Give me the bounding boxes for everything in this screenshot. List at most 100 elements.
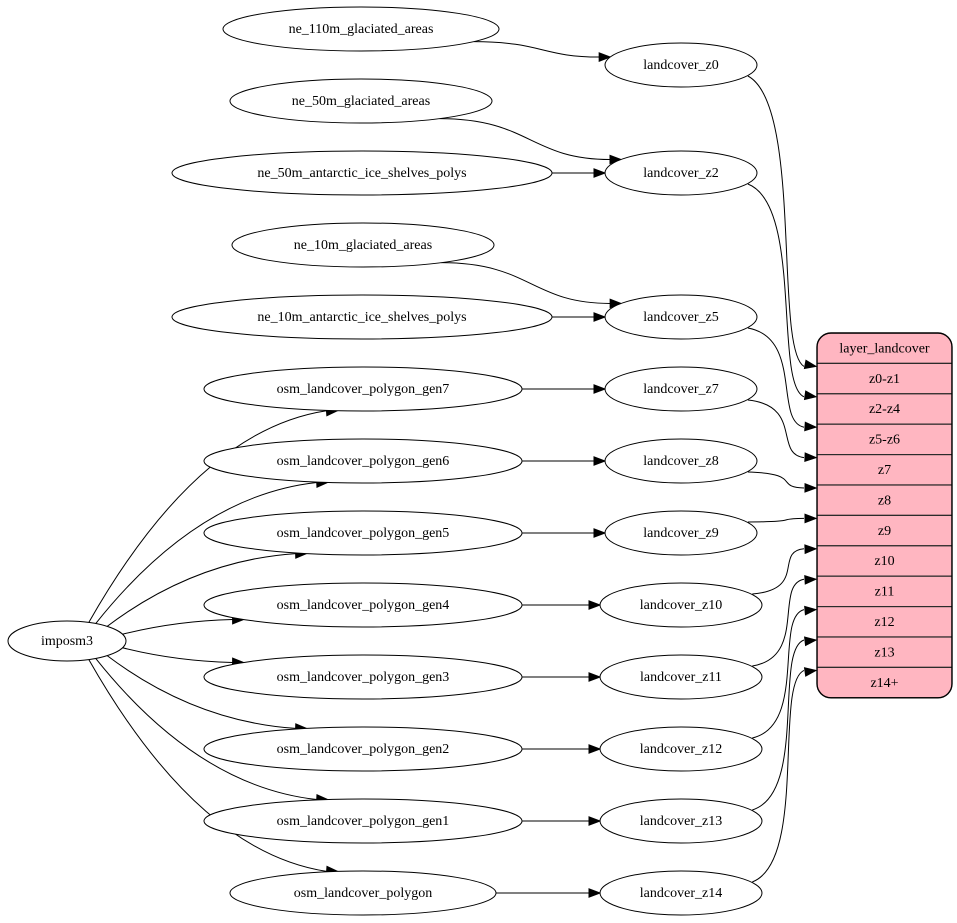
node-label: imposm3 xyxy=(41,634,93,649)
node-landcover_z9[interactable]: landcover_z9 xyxy=(604,510,758,556)
node-label: osm_landcover_polygon_gen6 xyxy=(277,454,450,469)
node-osm_landcover_polygon_gen3[interactable]: osm_landcover_polygon_gen3 xyxy=(203,654,523,700)
node-label: ne_110m_glaciated_areas xyxy=(289,22,434,37)
node-label: osm_landcover_polygon_gen1 xyxy=(277,814,450,829)
edge-landcover_z5-to-z5-z6 xyxy=(747,327,805,428)
table-row-z0-z1[interactable] xyxy=(817,362,952,395)
node-landcover_z14[interactable]: landcover_z14 xyxy=(599,870,763,916)
node-osm_landcover_polygon_gen4[interactable]: osm_landcover_polygon_gen4 xyxy=(203,582,523,628)
natural-earth-node-ellipse xyxy=(171,294,553,340)
node-label: osm_landcover_polygon_gen4 xyxy=(277,598,450,613)
osm-node-ellipse xyxy=(203,510,523,556)
edge-arrowhead xyxy=(804,482,818,493)
node-landcover_z0[interactable]: landcover_z0 xyxy=(604,42,758,88)
natural-earth-node-ellipse xyxy=(229,78,493,124)
node-ne_10m_antarctic_ice_shelves_polys[interactable]: ne_10m_antarctic_ice_shelves_polys xyxy=(171,294,553,340)
table-row-label: z7 xyxy=(878,463,891,478)
table-row-z2-z4[interactable] xyxy=(817,393,952,425)
table-body: layer_landcoverz0-z1z2-z4z5-z6z7z8z9z10z… xyxy=(817,333,952,698)
edge-arrowhead xyxy=(588,888,602,898)
node-label: ne_50m_antarctic_ice_shelves_polys xyxy=(257,166,466,181)
table-row-z14+[interactable] xyxy=(817,666,952,698)
node-imposm3[interactable]: imposm3 xyxy=(7,620,127,662)
landcover-node-ellipse xyxy=(604,366,758,412)
edge-landcover_z13-to-z13 xyxy=(752,639,805,811)
node-osm_landcover_polygon[interactable]: osm_landcover_polygon xyxy=(229,870,497,916)
osm-node-ellipse xyxy=(203,438,523,484)
table-row-label: z2-z4 xyxy=(869,402,900,417)
table-row-label: z10 xyxy=(874,554,894,569)
edge-landcover_z12-to-z12 xyxy=(752,609,805,739)
node-label: landcover_z7 xyxy=(643,382,718,397)
node-osm_landcover_polygon_gen1[interactable]: osm_landcover_polygon_gen1 xyxy=(203,798,523,844)
edge-imposm3-to-osm_landcover_polygon_gen6 xyxy=(95,481,317,624)
edge-imposm3-to-osm_landcover_polygon_gen1 xyxy=(95,658,317,801)
table-row-z10[interactable] xyxy=(817,545,952,577)
node-landcover_z5[interactable]: landcover_z5 xyxy=(604,294,758,340)
osm-node-ellipse xyxy=(203,654,523,700)
edge-arrowhead xyxy=(804,421,818,432)
edge-imposm3-to-osm_landcover_polygon_gen2 xyxy=(106,655,296,729)
node-landcover_z8[interactable]: landcover_z8 xyxy=(604,438,758,484)
edge-arrowhead xyxy=(593,312,607,322)
landcover-node-ellipse xyxy=(599,582,763,628)
edge-landcover_z10-to-z10 xyxy=(752,548,805,595)
node-label: landcover_z8 xyxy=(643,454,718,469)
table-outline xyxy=(816,332,953,699)
node-landcover_z13[interactable]: landcover_z13 xyxy=(599,798,763,844)
edge-imposm3-to-osm_landcover_polygon_gen4 xyxy=(122,619,233,635)
node-label: landcover_z2 xyxy=(643,166,718,181)
node-label: landcover_z5 xyxy=(643,310,718,325)
edge-ne_50m_glaciated_areas-to-landcover_z2 xyxy=(439,118,610,160)
table-row-label: z14+ xyxy=(870,676,898,691)
edge-ne_110m_glaciated_areas-to-landcover_z0 xyxy=(473,41,600,58)
node-osm_landcover_polygon_gen7[interactable]: osm_landcover_polygon_gen7 xyxy=(203,366,523,412)
node-ne_50m_glaciated_areas[interactable]: ne_50m_glaciated_areas xyxy=(229,78,493,124)
landcover-node-ellipse xyxy=(604,438,758,484)
node-label: ne_10m_antarctic_ice_shelves_polys xyxy=(257,310,466,325)
edge-landcover_z11-to-z11 xyxy=(752,578,805,667)
table-row-z12[interactable] xyxy=(817,605,952,638)
node-label: ne_10m_glaciated_areas xyxy=(294,238,432,253)
edge-arrowhead xyxy=(588,600,602,610)
layer-landcover-table: layer_landcoverz0-z1z2-z4z5-z6z7z8z9z10z… xyxy=(816,332,953,699)
node-landcover_z12[interactable]: landcover_z12 xyxy=(599,726,763,772)
nodes-layer: ne_110m_glaciated_areas ne_50m_glaciated_… xyxy=(7,6,763,916)
node-label: landcover_z0 xyxy=(643,58,718,73)
edge-arrowhead xyxy=(804,636,818,647)
edge-landcover_z8-to-z8 xyxy=(747,471,805,489)
node-label: landcover_z11 xyxy=(640,670,722,685)
table-row-z13[interactable] xyxy=(817,636,952,668)
node-ne_10m_glaciated_areas[interactable]: ne_10m_glaciated_areas xyxy=(231,222,495,268)
node-label: landcover_z9 xyxy=(643,526,718,541)
edge-landcover_z7-to-z7 xyxy=(747,399,805,459)
node-osm_landcover_polygon_gen6[interactable]: osm_landcover_polygon_gen6 xyxy=(203,438,523,484)
edge-arrowhead xyxy=(803,390,818,401)
edge-landcover_z14-to-z14+ xyxy=(752,669,805,883)
edge-landcover_z2-to-z2-z4 xyxy=(747,183,805,398)
node-osm_landcover_polygon_gen5[interactable]: osm_landcover_polygon_gen5 xyxy=(203,510,523,556)
edge-imposm3-to-osm_landcover_polygon xyxy=(88,659,327,872)
edge-arrowhead xyxy=(593,168,607,178)
node-ne_50m_antarctic_ice_shelves_polys[interactable]: ne_50m_antarctic_ice_shelves_polys xyxy=(171,150,553,196)
edge-arrowhead xyxy=(593,384,607,394)
node-landcover_z10[interactable]: landcover_z10 xyxy=(599,582,763,628)
landcover-node-ellipse xyxy=(604,42,758,88)
node-landcover_z2[interactable]: landcover_z2 xyxy=(604,150,758,196)
node-label: ne_50m_glaciated_areas xyxy=(292,94,430,109)
natural-earth-node-ellipse xyxy=(222,6,500,52)
table-row-label: z9 xyxy=(878,524,891,539)
node-label: landcover_z10 xyxy=(640,598,722,613)
node-ne_110m_glaciated_areas[interactable]: ne_110m_glaciated_areas xyxy=(222,6,500,52)
natural-earth-node-ellipse xyxy=(231,222,495,268)
table-row-z8[interactable] xyxy=(817,484,952,516)
node-landcover_z11[interactable]: landcover_z11 xyxy=(599,654,763,700)
node-label: landcover_z12 xyxy=(640,742,722,757)
edge-arrowhead xyxy=(593,456,607,466)
node-landcover_z7[interactable]: landcover_z7 xyxy=(604,366,758,412)
osm-node-ellipse xyxy=(203,582,523,628)
edge-imposm3-to-osm_landcover_polygon_gen7 xyxy=(88,410,327,623)
node-osm_landcover_polygon_gen2[interactable]: osm_landcover_polygon_gen2 xyxy=(203,726,523,772)
node-label: osm_landcover_polygon_gen3 xyxy=(277,670,450,685)
